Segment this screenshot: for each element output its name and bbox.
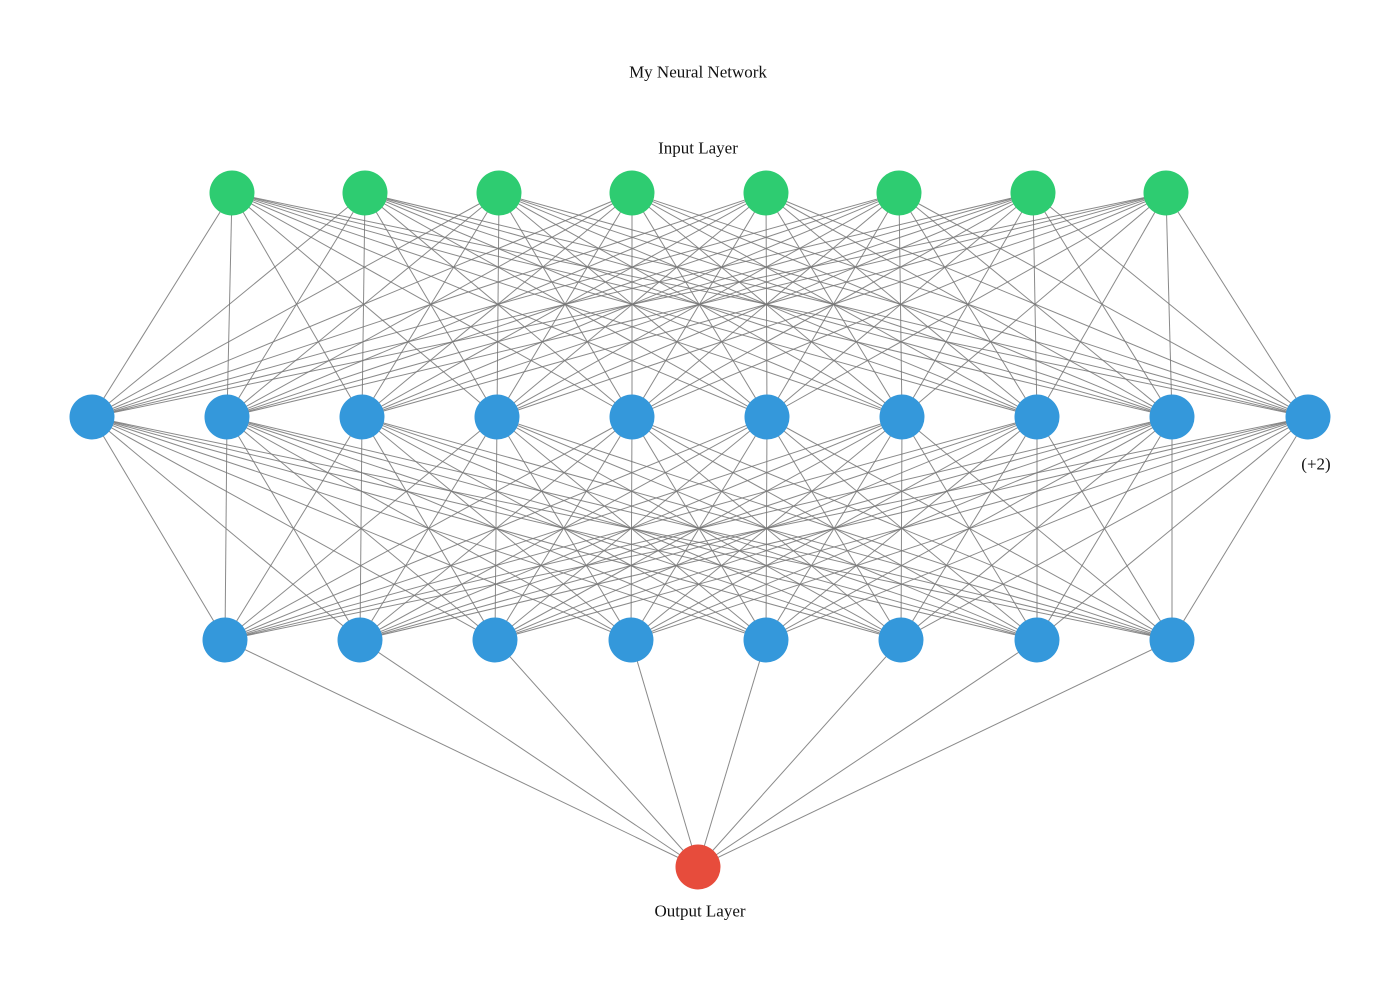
hidden-node [1149,394,1195,440]
edge-line [697,639,902,868]
edge-line [1032,192,1309,418]
edge-line [1036,192,1167,418]
edge-line [91,192,900,418]
edge-line [224,416,498,641]
edge-line [494,639,699,868]
edge-line [766,192,1167,418]
edge-line [765,192,903,418]
input-node [209,170,255,216]
edge-line [91,416,226,641]
hidden-node [337,617,383,663]
edge-line [224,416,363,641]
edge-line [630,639,699,868]
edge-line [91,192,233,418]
input-node [876,170,922,216]
hidden-node [472,617,518,663]
edge-line [91,192,1034,418]
hidden-node [609,394,655,440]
hidden-node [1014,394,1060,440]
edge-line [361,192,1167,418]
hidden-node [474,394,520,440]
labels-layer: My Neural Network Input Layer Output Lay… [629,63,1331,921]
edge-line [631,192,1167,418]
hidden-layer-truncation-label: (+2) [1301,455,1330,474]
input-node [743,170,789,216]
edge-line [224,416,1309,641]
hidden-node [608,617,654,663]
input-node [342,170,388,216]
hidden-node [879,394,925,440]
hidden-node [339,394,385,440]
hidden-node [744,394,790,440]
edge-line [224,416,633,641]
edge-line [224,416,1038,641]
input-node [1010,170,1056,216]
hidden-node [1285,394,1331,440]
edge-line [224,416,1173,641]
edge-line [765,192,1309,418]
edge-line [765,192,1173,418]
edge-line [1171,416,1309,641]
edge-line [498,192,768,418]
edge-line [1036,416,1309,641]
edge-line [630,416,1309,641]
input-node [1143,170,1189,216]
hidden-node [743,617,789,663]
hidden-node [1014,617,1060,663]
edge-line [697,639,1173,868]
diagram-title: My Neural Network [629,63,767,82]
edge-line [498,192,903,418]
edge-line [697,639,767,868]
edge-line [1165,192,1173,418]
input-layer-label: Input Layer [658,139,738,158]
edge-line [494,416,1309,641]
edge-line [224,416,228,641]
edge-line [900,416,1309,641]
edge-line [498,192,1309,418]
edge-line [224,639,699,868]
edge-line [498,192,1038,418]
edge-line [359,416,1309,641]
edge-line [226,192,1167,418]
input-node [476,170,522,216]
output-node [675,844,721,890]
hidden-node [204,394,250,440]
edge-line [231,192,498,418]
edge-line [91,192,500,418]
edge-line [359,639,699,868]
hidden-node [1149,617,1195,663]
hidden-node [878,617,924,663]
hidden-node [202,617,248,663]
edge-line [91,192,633,418]
edge-line [224,416,768,641]
input-node [609,170,655,216]
edge-line [765,192,1038,418]
nodes-layer [69,170,1331,890]
edge-line [898,192,1309,418]
edge-line [231,192,633,418]
output-layer-label: Output Layer [654,902,745,921]
edges-layer [91,192,1309,868]
edge-line [224,416,903,641]
edge-line [1032,192,1173,418]
edge-line [91,192,1167,418]
edge-line [1165,192,1309,418]
edge-line [901,192,1167,418]
edge-line [91,192,366,418]
edge-line [697,639,1038,868]
edge-line [231,192,768,418]
edge-line [91,192,767,418]
edge-line [765,416,1309,641]
hidden-node [69,394,115,440]
edge-line [496,192,1167,418]
